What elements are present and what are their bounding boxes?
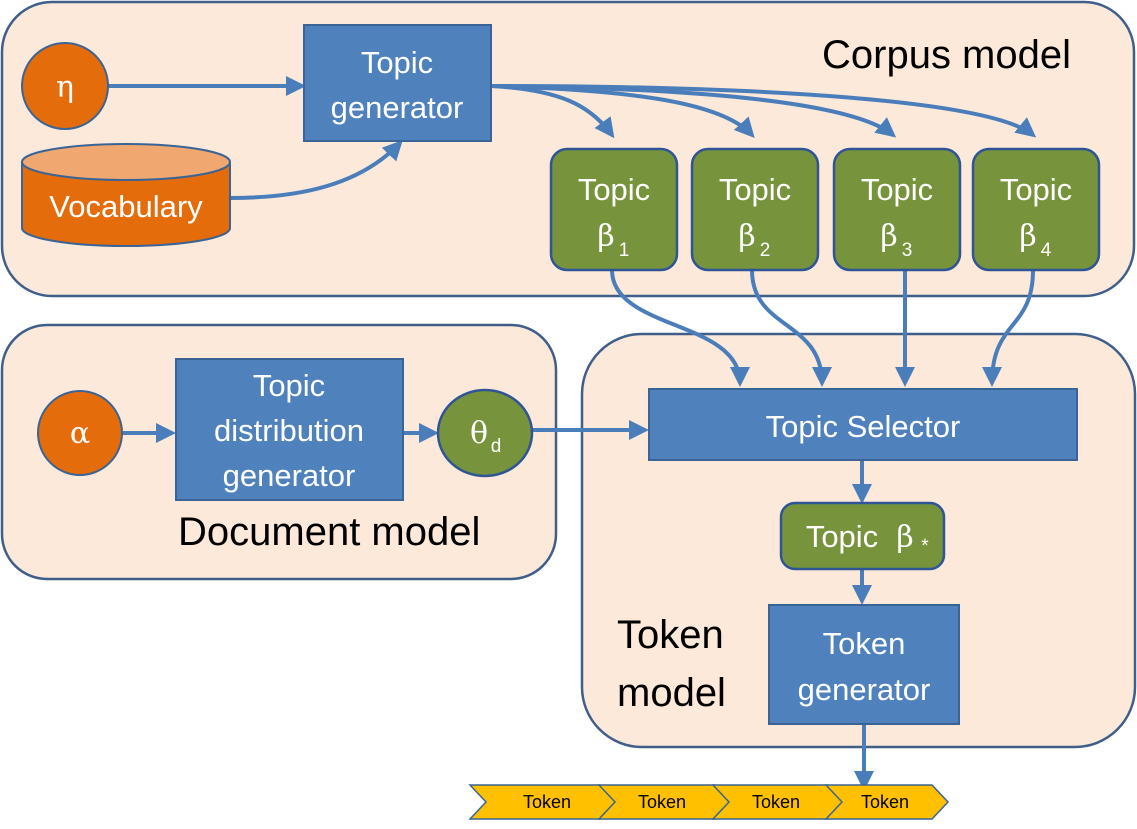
topic-node-2: Topic β 2 [690, 147, 820, 272]
token-model-label-line1: Token [617, 613, 724, 657]
vocabulary-label: Vocabulary [49, 189, 203, 224]
topic-generator-box [303, 24, 492, 142]
token-label-4: Token [861, 792, 909, 812]
topic-dist-line1: Topic [253, 368, 325, 403]
theta-node [436, 388, 534, 478]
theta-symbol: θ [470, 416, 488, 451]
token-label-2: Token [638, 792, 686, 812]
topic-1-word: Topic [578, 172, 650, 207]
token-generator-line1: Token [823, 626, 906, 661]
token-stream: Token Token Token Token [468, 784, 950, 820]
topic-3-word: Topic [861, 172, 933, 207]
token-model-label-line2: model [617, 671, 726, 715]
token-label-3: Token [752, 792, 800, 812]
topic-node-4: Topic β 4 [971, 147, 1101, 272]
topic-2-word: Topic [719, 172, 791, 207]
topic-4-index: 4 [1041, 240, 1052, 261]
selected-topic-sub: * [921, 536, 929, 557]
topic-generator-line2: generator [331, 90, 464, 125]
topic-selector-label: Topic Selector [766, 409, 961, 444]
topic-1-index: 1 [619, 240, 630, 261]
token-label-1: Token [523, 792, 571, 812]
alpha-node [37, 390, 123, 476]
topic-4-word: Topic [1000, 172, 1072, 207]
topic-2-beta: β [738, 219, 755, 254]
topic-4-beta: β [1019, 219, 1036, 254]
topic-3-index: 3 [902, 240, 913, 261]
token-generator-line2: generator [798, 672, 931, 707]
topic-dist-line2: distribution [214, 413, 364, 448]
eta-symbol: η [56, 70, 74, 105]
alpha-symbol: α [70, 416, 90, 451]
eta-node [21, 42, 109, 130]
token-generator-box [768, 604, 960, 725]
topic-3-beta: β [880, 219, 897, 254]
selected-topic-beta: β [896, 520, 913, 555]
corpus-model-label: Corpus model [822, 33, 1071, 77]
selected-topic-word: Topic [806, 519, 878, 554]
topic-distribution-generator-box [175, 358, 404, 501]
theta-subscript: d [491, 436, 502, 457]
document-model-label: Document model [178, 510, 480, 554]
topic-generator-line1: Topic [361, 45, 433, 80]
topic-2-index: 2 [760, 240, 771, 261]
topic-node-3: Topic β 3 [832, 147, 962, 272]
topic-selector-box [648, 388, 1078, 461]
topic-dist-line3: generator [223, 458, 356, 493]
topic-1-beta: β [597, 219, 614, 254]
arrows [108, 76, 1037, 791]
selected-topic-node [779, 501, 946, 571]
vocabulary-node: Vocabulary [21, 143, 231, 247]
token-chevron-4 [824, 784, 950, 820]
topic-node-1: Topic β 1 [549, 147, 679, 272]
